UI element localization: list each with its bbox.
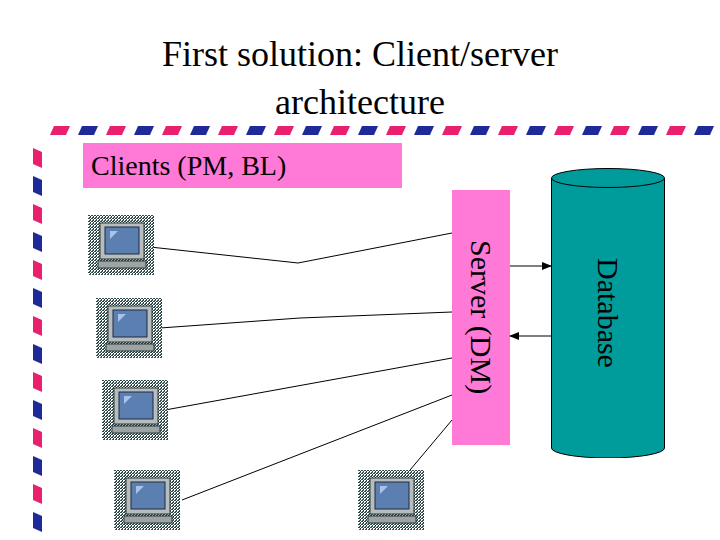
border-stripe [33,512,42,532]
border-stripe [638,126,658,135]
node-label: Server (DM) [464,240,498,394]
border-stripe [33,260,42,280]
border-stripe [694,126,714,135]
data-arrow [510,265,551,266]
border-stripe [330,126,350,135]
slide-title: First solution: Client/server architectu… [110,30,610,126]
border-stripe [33,148,42,168]
border-stripe [442,126,462,135]
clients-band: Clients (PM, BL) [83,143,402,188]
border-stripe [414,126,434,135]
border-stripe [33,400,42,420]
border-stripe [33,288,42,308]
border-stripe [162,126,182,135]
border-stripe [302,126,322,135]
border-stripe [358,126,378,135]
border-stripe [33,344,42,364]
airmail-border [33,126,714,532]
database-cylinder: Database [551,168,665,458]
border-stripe [33,428,42,448]
border-stripe [554,126,574,135]
border-stripe [33,316,42,336]
border-stripe [33,176,42,196]
border-stripe [134,126,154,135]
server-box: Server (DM) [452,190,510,445]
border-stripe [33,372,42,392]
node-label: Clients (PM, BL) [91,150,286,182]
border-stripe [50,126,70,135]
border-stripe [218,126,238,135]
border-stripe [33,204,42,224]
border-stripe [666,126,686,135]
border-stripe [386,126,406,135]
border-stripe [470,126,490,135]
border-stripe [246,126,266,135]
border-stripe [78,126,98,135]
border-stripe [106,126,126,135]
border-stripe [33,456,42,476]
client-wires [150,233,452,500]
node-label: Database [591,258,625,368]
border-stripe [526,126,546,135]
border-stripe [33,232,42,252]
border-stripe [33,484,42,504]
client-computers [88,215,424,530]
border-stripe [582,126,602,135]
border-stripe [498,126,518,135]
border-stripe [190,126,210,135]
border-stripe [610,126,630,135]
border-stripe [274,126,294,135]
data-arrow [510,335,551,336]
